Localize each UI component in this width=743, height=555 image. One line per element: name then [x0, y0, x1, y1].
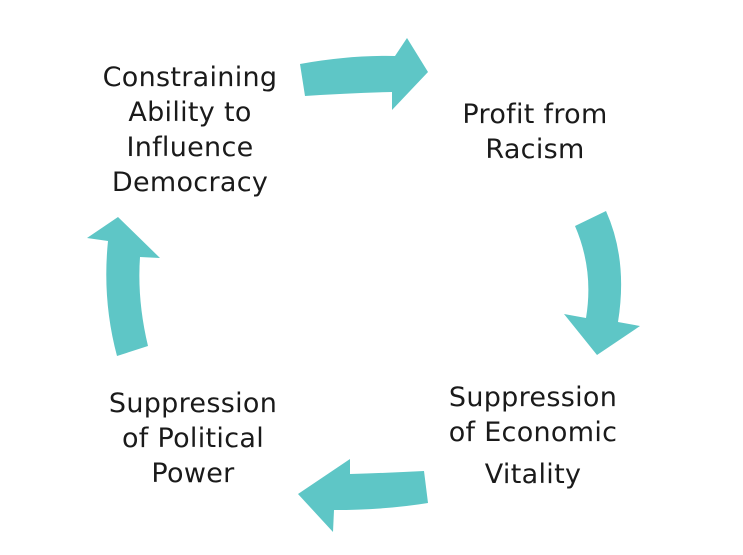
node-line: Ability to	[128, 97, 252, 128]
node-line: Suppression	[448, 382, 618, 413]
arrow-left-up	[87, 217, 160, 356]
node-line: Suppression	[108, 388, 278, 419]
node-suppression-economic-vitality: Suppression of Economic Vitality	[428, 380, 638, 492]
arrow-top-right	[300, 38, 428, 110]
node-suppression-political-power: Suppression of Political Power	[88, 386, 298, 491]
arrow-bottom-left	[298, 459, 428, 532]
node-line: Democracy	[111, 167, 269, 198]
node-line: Profit from	[462, 99, 608, 130]
node-line: Vitality	[484, 459, 582, 490]
node-line: Racism	[485, 134, 585, 165]
node-line: Influence	[126, 132, 254, 163]
arrow-right-down	[564, 211, 640, 355]
node-profit-from-racism: Profit from Racism	[430, 97, 640, 167]
node-constraining-ability: Constraining Ability to Influence Democr…	[90, 60, 290, 200]
node-line: Constraining	[102, 62, 278, 93]
node-line: Power	[151, 458, 235, 489]
node-line: of Economic	[448, 417, 618, 448]
node-line: of Political	[121, 423, 265, 454]
